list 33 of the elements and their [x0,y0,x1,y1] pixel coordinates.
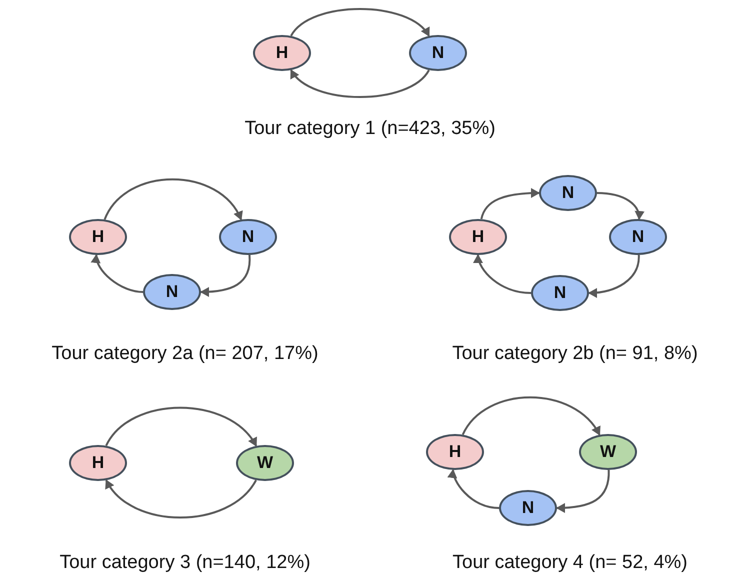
arrow [480,188,540,220]
arrow [200,254,251,297]
category-caption: Tour category 2a (n= 207, 17%) [52,343,318,365]
category-caption: Tour category 3 (n=140, 12%) [60,552,310,574]
arrow [556,470,610,513]
location-node: H [449,219,507,255]
location-node: W [579,434,637,470]
location-node: N [539,175,597,211]
category-caption: Tour category 2b (n= 91, 8%) [452,343,698,365]
arrow [290,8,430,37]
location-node: N [499,490,557,526]
arrow [588,254,640,298]
location-node: N [609,219,667,255]
location-node: H [69,219,127,255]
arrow [474,254,532,294]
location-node: N [409,35,467,71]
location-node: H [253,35,311,71]
location-node: N [531,275,589,311]
location-node: W [236,445,294,481]
location-node: N [143,274,201,310]
arrow [448,468,500,509]
arrow [92,254,144,293]
category-caption: Tour category 1 (n=423, 35%) [244,118,496,140]
location-node: H [426,434,484,470]
arrow [105,479,257,519]
location-node: H [69,445,127,481]
location-node: N [219,219,277,255]
arrow [105,406,257,447]
category-caption: Tour category 4 (n= 52, 4%) [452,552,688,574]
arrow [596,192,644,220]
arrow [462,396,600,436]
arrow [290,69,430,98]
arrow [104,178,242,220]
